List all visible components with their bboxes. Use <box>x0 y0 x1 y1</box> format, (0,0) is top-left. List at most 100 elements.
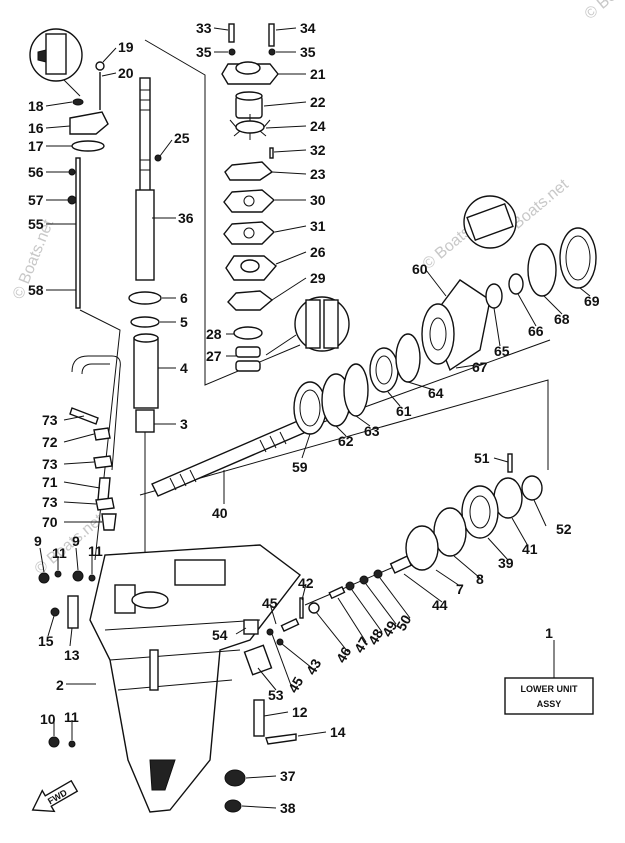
part-45a <box>280 617 300 633</box>
gasket-31 <box>223 221 276 245</box>
bearing-65 <box>485 283 503 309</box>
o-ring-17 <box>71 140 105 152</box>
callout-49: 49 <box>379 618 401 640</box>
callout-32: 32 <box>310 142 326 158</box>
bearing-61 <box>369 347 399 393</box>
propeller-shaft-40 <box>151 419 307 497</box>
washer-18 <box>72 98 84 106</box>
callout-9b: 9 <box>72 533 80 549</box>
callout-26: 26 <box>310 244 326 260</box>
callout-73a: 73 <box>42 412 58 428</box>
callout-44: 44 <box>432 597 448 613</box>
callout-16: 16 <box>28 120 44 136</box>
grommet-72 <box>93 427 111 441</box>
callout-56: 56 <box>28 164 44 180</box>
callout-57: 57 <box>28 192 44 208</box>
pinion-37 <box>224 769 246 787</box>
part-43 <box>276 638 284 646</box>
grommet-73b <box>93 455 113 469</box>
leader-lines <box>39 27 591 809</box>
callout-61: 61 <box>396 403 412 419</box>
lower-case-2 <box>89 544 301 813</box>
seal-27a <box>235 346 261 358</box>
detail-circle-seal <box>265 296 350 356</box>
water-tube-group <box>69 355 121 531</box>
gasket-23 <box>224 161 274 181</box>
housing-hardware <box>38 570 96 748</box>
part-48 <box>345 581 355 591</box>
forward-gear-group <box>293 195 597 435</box>
bearing-5 <box>130 316 160 328</box>
callout-69: 69 <box>584 293 600 309</box>
part-46 <box>308 602 320 614</box>
part-45b <box>266 628 274 636</box>
callout-73c: 73 <box>42 494 58 510</box>
bearing-8 <box>433 507 467 557</box>
callout-48: 48 <box>365 626 387 648</box>
callout-4: 4 <box>180 360 188 376</box>
screw-14 <box>265 733 297 745</box>
callout-60: 60 <box>412 261 428 277</box>
callout-59: 59 <box>292 459 308 475</box>
bolt-9a <box>38 572 50 584</box>
assembly-box-line1: LOWER UNIT <box>521 684 578 694</box>
tube-71 <box>97 477 111 501</box>
callout-67: 67 <box>472 359 488 375</box>
part-53 <box>243 644 273 676</box>
impeller-24 <box>229 114 271 140</box>
callout-11a: 11 <box>52 545 67 561</box>
part-42 <box>299 597 304 619</box>
sleeve-4 <box>133 337 159 409</box>
callout-42: 42 <box>298 575 314 591</box>
pin-51 <box>507 453 513 473</box>
callout-15: 15 <box>38 633 54 649</box>
callout-35a: 35 <box>196 44 212 60</box>
key-32 <box>269 147 274 159</box>
callout-30: 30 <box>310 192 326 208</box>
callout-55: 55 <box>28 216 44 232</box>
callout-29: 29 <box>310 270 326 286</box>
callout-46: 46 <box>333 644 355 666</box>
outer-plate-30 <box>223 189 276 213</box>
callout-35b: 35 <box>300 44 316 60</box>
spring-44 <box>389 555 413 574</box>
shim-7 <box>405 525 439 571</box>
washer-11b <box>88 574 96 582</box>
fwd-arrow: FWD <box>31 779 79 813</box>
callout-72: 72 <box>42 434 58 450</box>
callout-13: 13 <box>64 647 80 663</box>
callout-28: 28 <box>206 326 222 342</box>
callout-3: 3 <box>180 416 188 432</box>
assembly-box-line2: ASSY <box>537 699 562 709</box>
callout-19: 19 <box>118 39 134 55</box>
grommet-57 <box>67 195 77 205</box>
lower-hardware <box>224 699 297 813</box>
callout-5: 5 <box>180 314 188 330</box>
callout-23: 23 <box>310 166 326 182</box>
callout-73b: 73 <box>42 456 58 472</box>
shim-6 <box>128 291 162 305</box>
callout-39: 39 <box>498 555 514 571</box>
callout-62: 62 <box>338 433 354 449</box>
callout-45b: 45 <box>285 674 307 696</box>
callout-38: 38 <box>280 800 296 816</box>
watermark-top: © Boats.net <box>582 0 625 23</box>
callout-21: 21 <box>310 66 326 82</box>
part-50 <box>373 569 383 579</box>
bolt-9b <box>72 570 84 582</box>
callout-24: 24 <box>310 118 326 134</box>
callout-1: 1 <box>545 625 553 641</box>
callout-17: 17 <box>28 138 44 154</box>
shim-63 <box>343 363 369 417</box>
o-ring-64 <box>395 333 421 383</box>
callout-31: 31 <box>310 218 326 234</box>
callout-11c: 11 <box>64 709 79 725</box>
callout-25: 25 <box>174 130 190 146</box>
callout-37: 37 <box>280 768 296 784</box>
callout-50: 50 <box>393 612 415 634</box>
callout-9a: 9 <box>34 533 42 549</box>
callout-52: 52 <box>556 521 572 537</box>
gasket-29 <box>227 290 274 311</box>
washer-35b <box>268 48 276 56</box>
callout-10: 10 <box>40 711 56 727</box>
